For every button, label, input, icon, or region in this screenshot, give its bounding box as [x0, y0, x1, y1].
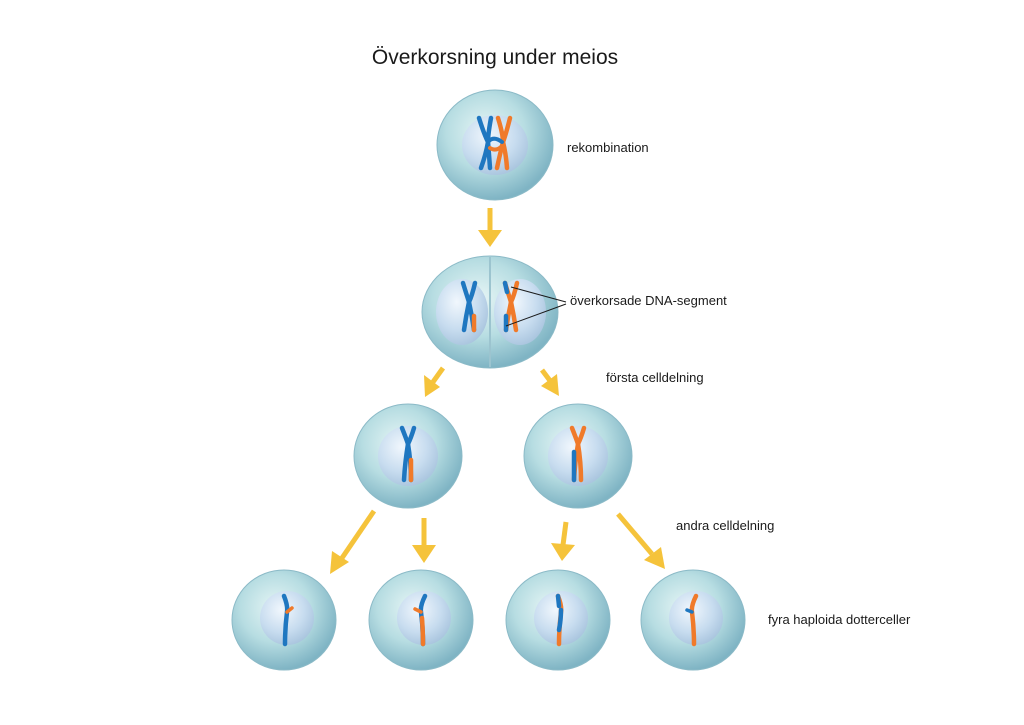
daughter-cell-4 [640, 569, 746, 671]
arrow-down-icon [412, 518, 436, 563]
chromosome-left-recombined [460, 280, 478, 333]
daughter-cell-1 [231, 569, 337, 671]
chromosome-right-recombined [502, 280, 520, 333]
arrow-down-right-icon [616, 512, 665, 569]
label-recombination: rekombination [567, 140, 649, 155]
label-first-division: första celldelning [606, 370, 704, 385]
label-second-division: andra celldelning [676, 518, 774, 533]
chromatid-blue-orange [413, 593, 428, 647]
chromosome-pair-crossing [476, 115, 513, 171]
arrow-down-left-icon [330, 509, 377, 574]
label-crossed-segments: överkorsade DNA-segment [570, 293, 727, 308]
cell-division1-left [353, 403, 463, 509]
arrow-down-icon [478, 208, 502, 247]
daughter-cell-3 [505, 569, 611, 671]
diagram-title: Överkorsning under meios [372, 46, 618, 69]
arrow-down-right-icon [540, 368, 559, 396]
label-daughter-cells: fyra haploida dotterceller [768, 612, 911, 627]
cell-dividing [421, 255, 567, 369]
arrow-down-icon [551, 521, 575, 561]
chromatid-orange [685, 593, 699, 647]
daughter-cell-2 [368, 569, 474, 671]
arrow-down-left-icon [424, 366, 446, 397]
cell-division1-right [523, 403, 633, 509]
chromatid-blue [281, 593, 294, 647]
chromosome-blue-orange [399, 425, 417, 483]
cell-recombination [436, 89, 554, 201]
chromatid-orange-blue [555, 593, 564, 647]
chromosome-orange-blue [569, 425, 587, 483]
